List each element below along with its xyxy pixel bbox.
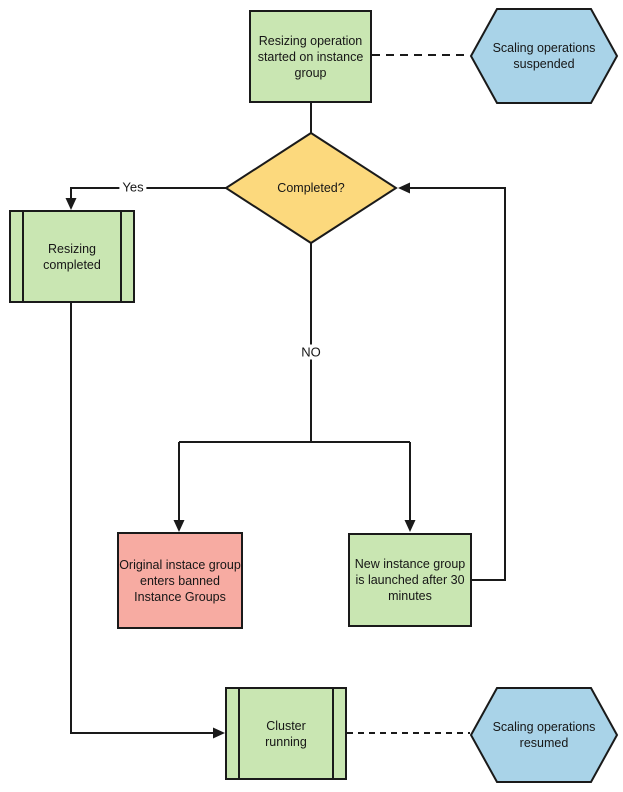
arrowhead-down-new-group [404,520,416,532]
node-banned-instance-groups: Original instace group enters banned Ins… [117,532,243,629]
predefined-process-bar [332,689,334,778]
arrowhead-right-cluster [213,727,225,739]
arrowhead-down-resizing-completed [65,198,77,210]
edge-label-yes: Yes [119,179,147,195]
hexagon-scaling-suspended [469,8,619,104]
edge-new-group-loop-to-decision [409,187,506,581]
predefined-process-bar [238,689,240,778]
arrowhead-down-banned [173,520,185,532]
decision-diamond [224,131,398,245]
predefined-process-bar [120,212,122,301]
arrowhead-left-decision [398,182,410,194]
node-label: Resizing completed [43,241,101,272]
edge-decision-yes-to-resizing-completed [70,187,226,199]
node-new-instance-group: New instance group is launched after 30 … [348,533,472,627]
hexagon-scaling-resumed [469,687,619,783]
node-label: Original instace group enters banned Ins… [119,557,241,604]
node-label: Cluster running [265,718,307,749]
node-resizing-operation-started: Resizing operation started on instance g… [249,10,372,103]
predefined-process-bar [22,212,24,301]
edge-label-no: NO [298,344,324,360]
node-resizing-completed: Resizing completed [9,210,135,303]
node-cluster-running: Cluster running [225,687,347,780]
node-label: Resizing operation started on instance g… [257,33,364,80]
node-label: New instance group is launched after 30 … [354,557,466,603]
edge-resizing-completed-to-cluster [70,303,214,734]
